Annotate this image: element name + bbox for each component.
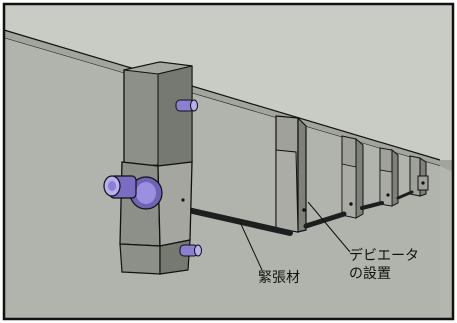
- tendon-anchor-head: [103, 175, 163, 210]
- leader-line-deviator: [307, 201, 351, 253]
- deviator-block-near: [275, 115, 307, 233]
- slab-edge-line: [3, 29, 441, 161]
- label-deviator-line1: デビエータ: [349, 248, 419, 264]
- label-tendon: 緊張材: [258, 270, 300, 286]
- anchorage-block: [119, 61, 193, 275]
- leader-line-tendon: [239, 221, 263, 271]
- label-deviator-line2: の設置: [349, 266, 391, 282]
- deviator-block-far: [409, 155, 429, 197]
- girder-web-lower: [4, 38, 440, 319]
- diagram-frame: [2, 2, 455, 321]
- label-deviator: デビエータ の設置: [349, 247, 419, 283]
- anchor-bolt-upper: [175, 99, 198, 112]
- deviator-block-third: [379, 147, 399, 207]
- deviator-block-second: [341, 135, 364, 219]
- tendon-cable: [185, 190, 414, 236]
- anchor-bolt-lower: [179, 244, 202, 257]
